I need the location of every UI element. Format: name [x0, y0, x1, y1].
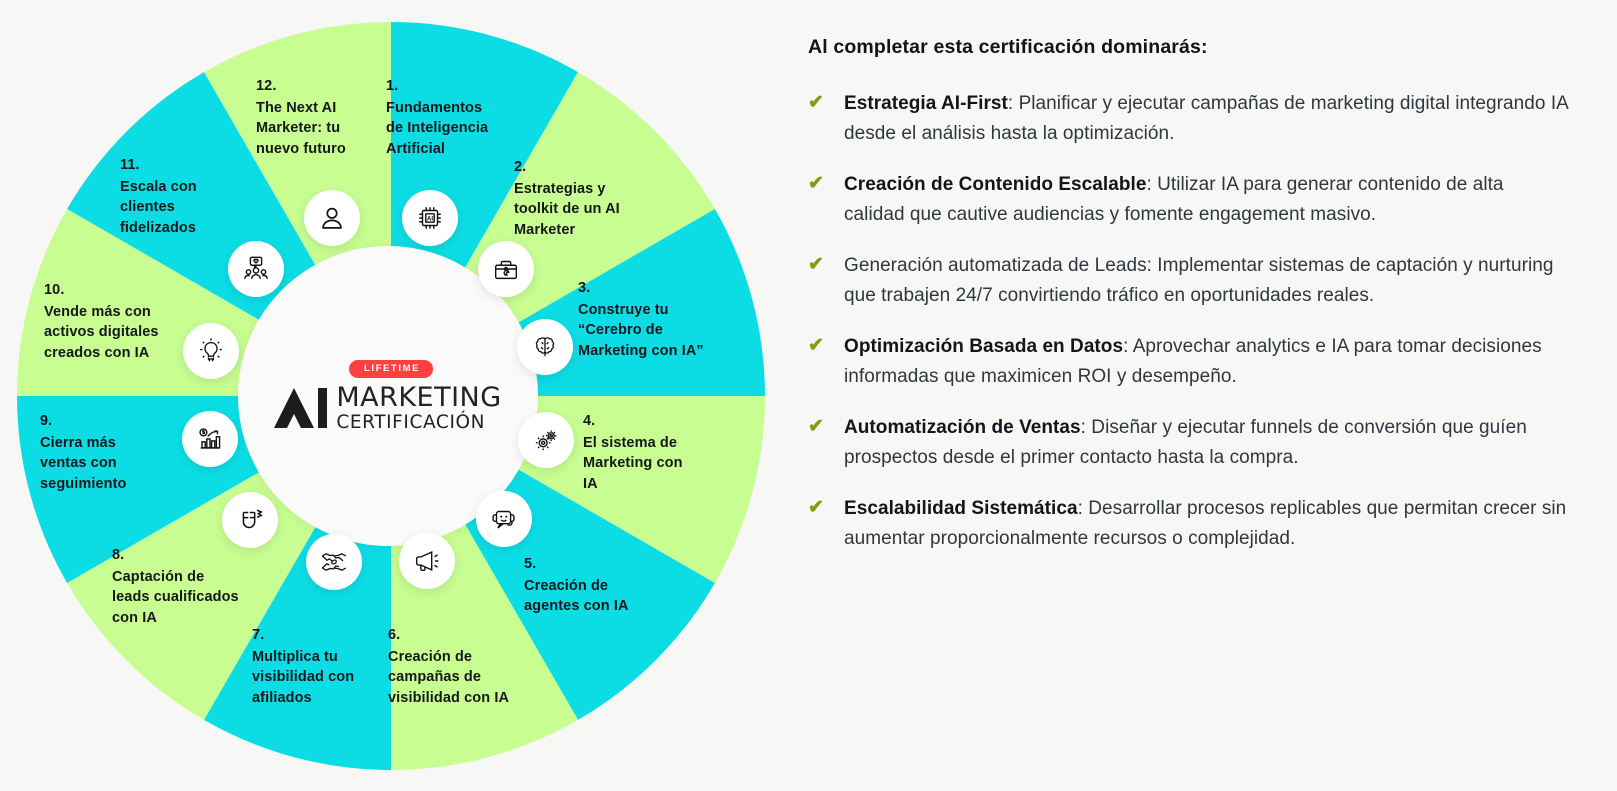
loyal-customers-icon[interactable] [228, 241, 284, 297]
segment-number-8: 8. [112, 547, 125, 563]
check-icon: ✔ [808, 416, 824, 437]
chatbot-icon[interactable] [476, 491, 532, 547]
check-icon: ✔ [808, 335, 824, 356]
segment-label-2: 2. Estrategias y toolkit de un AI Markete… [514, 157, 674, 240]
segment-label-8: 8. Captación de leads cualificados con IA [112, 545, 287, 628]
benefit-item: ✔ Automatización de Ventas: Diseñar y eje… [808, 413, 1568, 473]
segment-title-11: Escala con clientes fidelizados [120, 178, 197, 236]
benefit-text: Estrategia AI-First: Planificar y ejecut… [844, 89, 1568, 149]
segment-number-4: 4. [583, 413, 596, 429]
benefit-body: : Planificar y ejecutar campañas de mark… [844, 93, 1568, 144]
segment-number-5: 5. [524, 556, 537, 572]
segment-number-6: 6. [388, 627, 401, 643]
handshake-money-icon[interactable] [306, 534, 362, 590]
benefit-text: Automatización de Ventas: Diseñar y ejec… [844, 413, 1568, 473]
segment-title-9: Cierra más ventas con seguimiento [40, 434, 127, 492]
segment-number-11: 11. [120, 157, 140, 173]
benefit-item: ✔ Estrategia AI-First: Planificar y ejecu… [808, 89, 1568, 149]
segment-title-7: Multiplica tu visibilidad con afiliados [252, 648, 355, 706]
lightbulb-icon[interactable] [183, 323, 239, 379]
segment-number-2: 2. [514, 159, 527, 175]
benefit-lead: Escalabilidad Sistemática [844, 498, 1078, 519]
check-icon: ✔ [808, 92, 824, 113]
benefit-body: : Diseñar y ejecutar funnels de conversi… [844, 417, 1527, 468]
panel-title: Al completar esta certificación dominará… [808, 36, 1208, 58]
segment-label-4: 4. El sistema de Marketing con IA [583, 411, 733, 494]
segment-label-6: 6. Creación de campañas de visibilidad co… [388, 625, 553, 708]
segment-title-3: Construye tu “Cerebro de Marketing con I… [578, 301, 704, 359]
segment-label-7: 7. Multiplica tu visibilidad con afiliado… [252, 625, 392, 708]
benefit-text: Escalabilidad Sistemática: Desarrollar p… [844, 494, 1568, 554]
segment-label-9: 9. Cierra más ventas con seguimiento [40, 411, 190, 494]
ai-logomark-icon [274, 387, 328, 428]
logo-row: MARKETING CERTIFICACIÓN [274, 384, 501, 433]
segment-number-1: 1. [386, 78, 399, 94]
benefit-lead: Optimización Basada en Datos [844, 336, 1124, 357]
segment-label-5: 5. Creación de agentes con IA [524, 554, 684, 617]
segment-label-12: 12. The Next AI Marketer: tu nuevo futuro [256, 76, 416, 159]
segment-title-2: Estrategias y toolkit de un AI Marketer [514, 180, 620, 238]
benefit-lead: Creación de Contenido Escalable [844, 174, 1147, 195]
ai-chip-icon[interactable]: AI [402, 190, 458, 246]
segment-title-12: The Next AI Marketer: tu nuevo futuro [256, 99, 346, 157]
segment-label-3: 3. Construye tu “Cerebro de Marketing con… [578, 278, 763, 361]
segment-label-11: 11. Escala con clientes fidelizados [120, 155, 260, 238]
segment-number-12: 12. [256, 78, 277, 94]
segment-title-6: Creación de campañas de visibilidad con … [388, 648, 510, 706]
lifetime-badge: LIFETIME [348, 360, 434, 378]
benefit-text: Generación automatizada de Leads: Implem… [844, 251, 1568, 311]
check-icon: ✔ [808, 497, 824, 518]
megaphone-icon[interactable] [399, 533, 455, 589]
segment-label-1: 1. Fundamentos de Inteligencia Artificial [386, 76, 536, 159]
benefit-text: Optimización Basada en Datos: Aprovechar… [844, 332, 1568, 392]
benefit-body: Generación automatizada de Leads: Implem… [844, 255, 1554, 306]
benefit-lead: Automatización de Ventas [844, 417, 1081, 438]
check-icon: ✔ [808, 254, 824, 275]
gears-icon[interactable] [518, 412, 574, 468]
segment-title-10: Vende más con activos digitales creados … [44, 303, 159, 361]
benefit-item: ✔ Escalabilidad Sistemática: Desarrollar … [808, 494, 1568, 554]
segment-title-1: Fundamentos de Inteligencia Artificial [386, 99, 489, 157]
segment-number-3: 3. [578, 280, 591, 296]
logo-line-marketing: MARKETING [336, 381, 502, 413]
benefit-body: : Utilizar IA para generar contenido de … [844, 174, 1504, 225]
segment-number-7: 7. [252, 627, 265, 643]
benefit-item: ✔ Optimización Basada en Datos: Aprovecha… [808, 332, 1568, 392]
svg-text:AI: AI [427, 215, 433, 222]
benefits-panel: Al completar esta certificación dominará… [808, 36, 1568, 575]
money-growth-chart-icon[interactable] [182, 411, 238, 467]
check-icon: ✔ [808, 173, 824, 194]
segment-number-9: 9. [40, 413, 53, 429]
benefit-lead: Estrategia AI-First [844, 93, 1008, 114]
benefit-text: Creación de Contenido Escalable: Utiliza… [844, 170, 1568, 230]
brand-logo: LIFETIME MARKETING CERTIFICACIÓN [238, 246, 538, 546]
toolbox-icon[interactable] [478, 241, 534, 297]
benefits-list: ✔ Estrategia AI-First: Planificar y ejecu… [808, 89, 1568, 554]
benefit-body: : Desarrollar procesos replicables que p… [844, 498, 1567, 549]
segment-title-4: El sistema de Marketing con IA [583, 434, 683, 492]
benefit-item: ✔ Creación de Contenido Escalable: Utiliz… [808, 170, 1568, 230]
certification-wheel: LIFETIME MARKETING CERTIFICACIÓN 1. Funda… [0, 0, 790, 791]
segment-title-8: Captación de leads cualificados con IA [112, 568, 239, 626]
benefit-body: : Aprovechar analytics e IA para tomar d… [844, 336, 1542, 387]
segment-title-5: Creación de agentes con IA [524, 577, 629, 615]
logo-line-certificacion: CERTIFICACIÓN [336, 411, 486, 433]
logo-wordmark: MARKETING CERTIFICACIÓN [336, 384, 501, 433]
magnet-icon[interactable] [222, 492, 278, 548]
segment-number-10: 10. [44, 282, 65, 298]
segment-label-10: 10. Vende más con activos digitales cread… [44, 280, 219, 363]
brain-icon[interactable] [517, 319, 573, 375]
benefit-item: ✔ Generación automatizada de Leads: Imple… [808, 251, 1568, 311]
user-icon[interactable] [304, 190, 360, 246]
